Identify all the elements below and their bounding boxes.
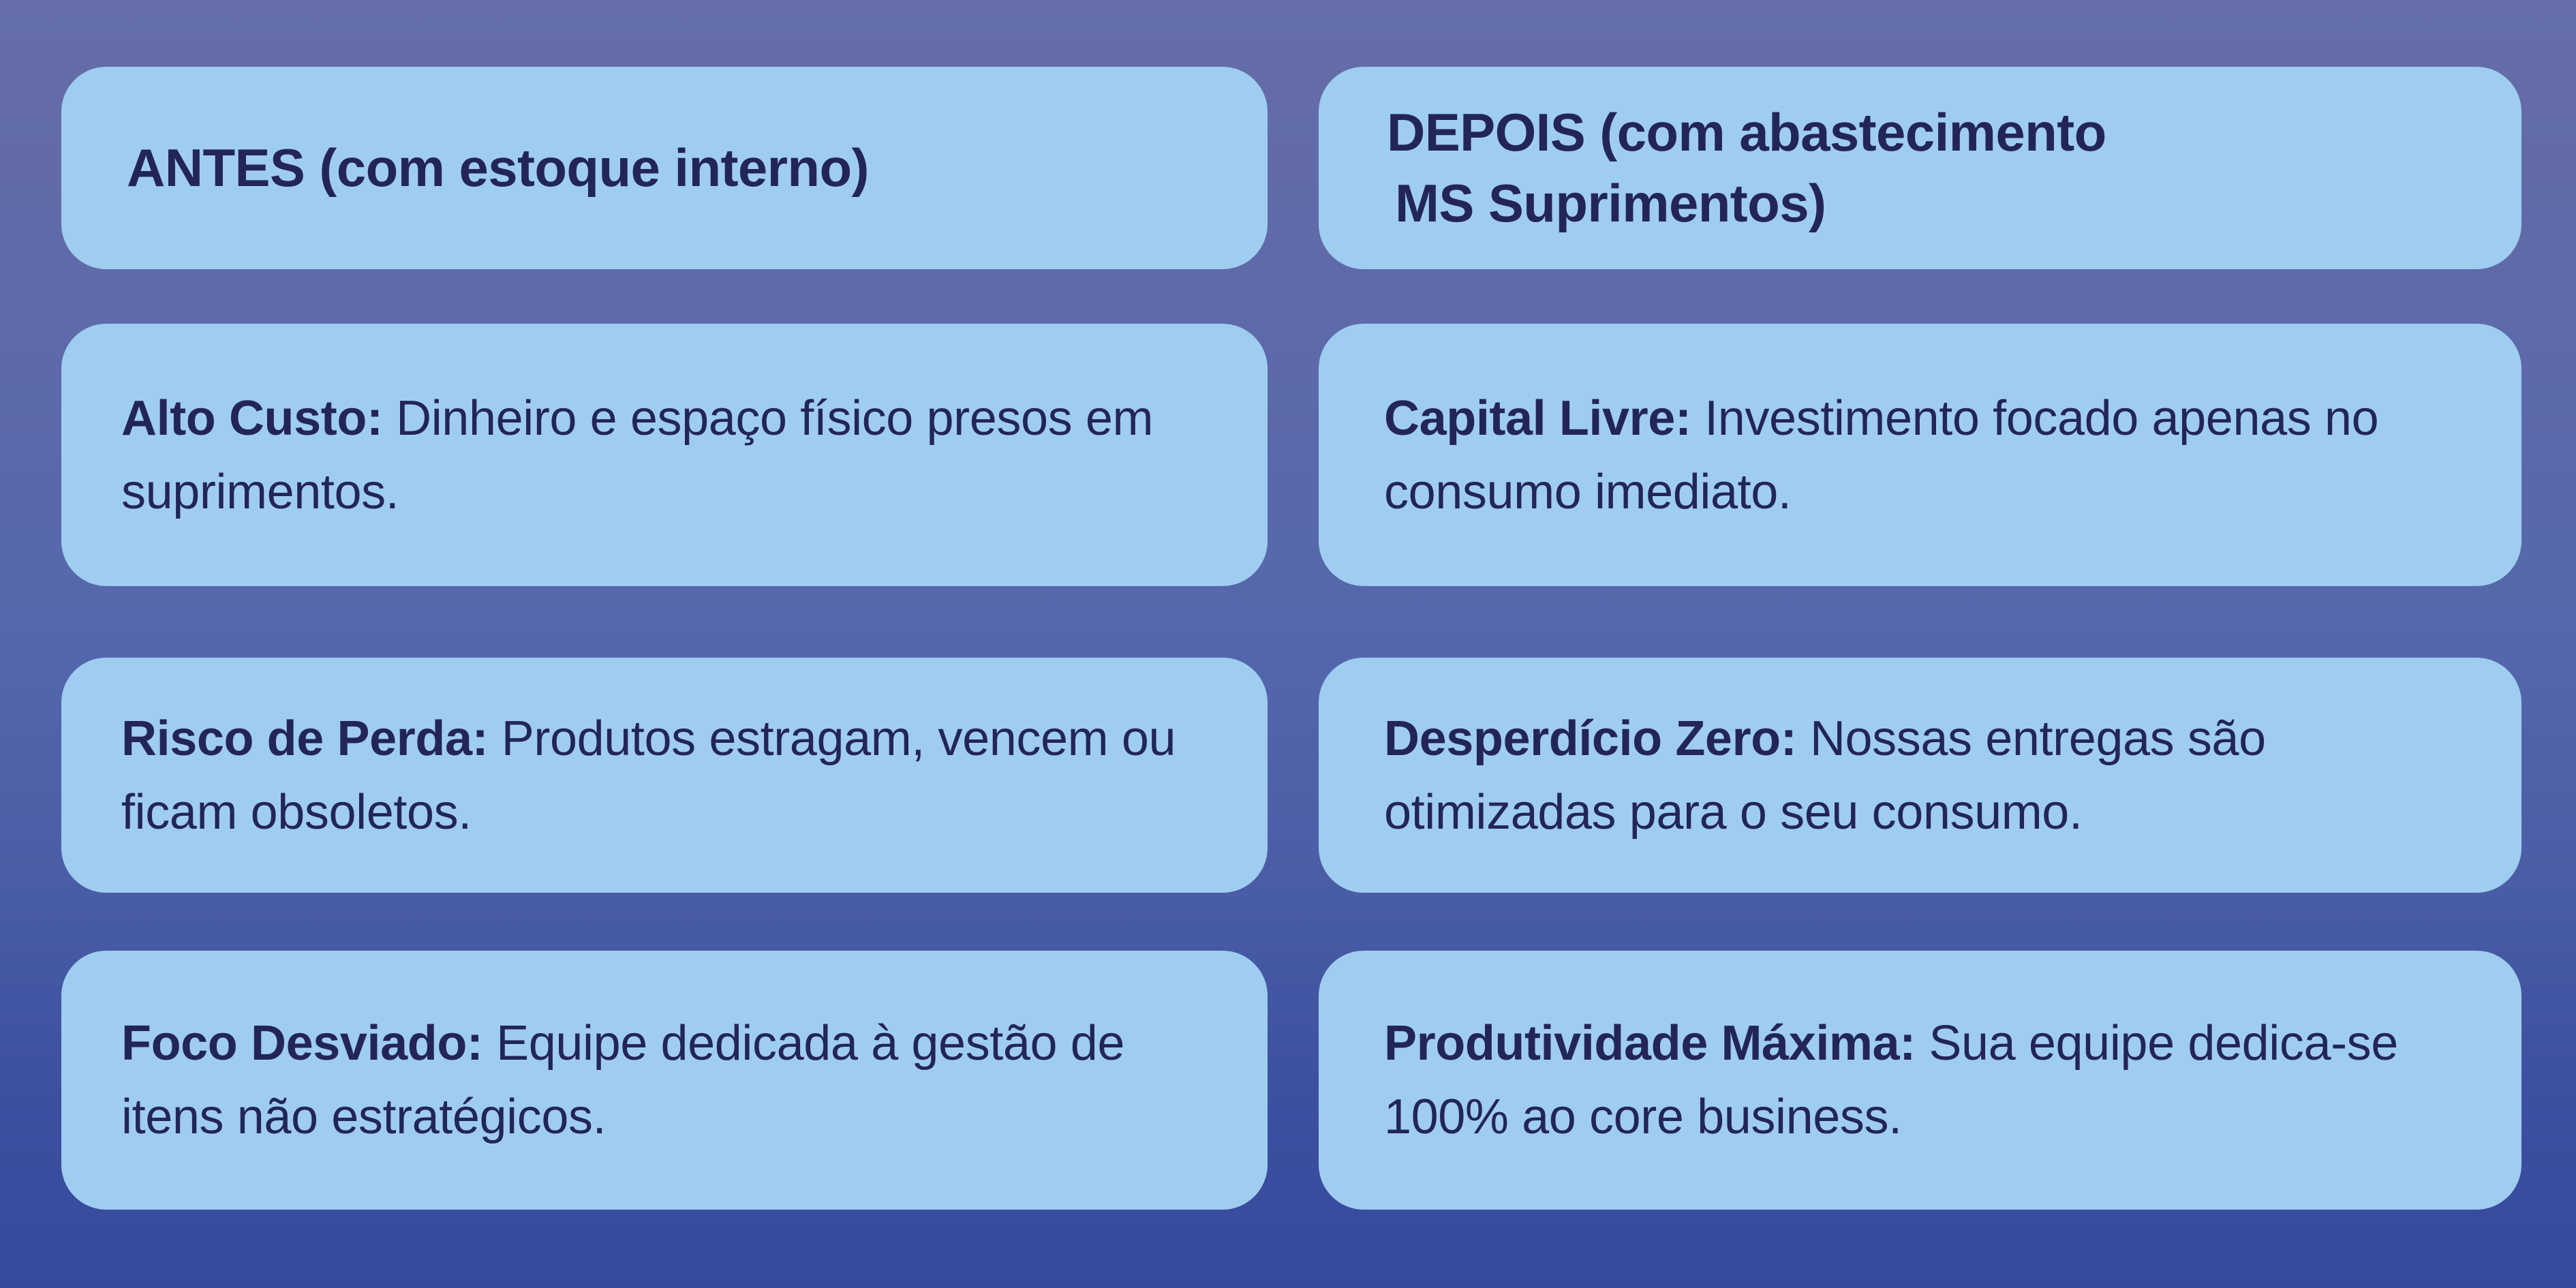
after-item-body-2: Nossas entregas são otimizadas para o se… bbox=[1384, 711, 2266, 840]
after-item-body-3: Sua equipe dedica-se 100% ao core busine… bbox=[1384, 1016, 2398, 1144]
after-item-text-1: Capital Livre: Investimento focado apena… bbox=[1319, 382, 2521, 529]
before-heading-text: ANTES (com estoque interno) bbox=[127, 137, 869, 198]
before-item-lead-3: Foco Desviado: bbox=[121, 1016, 483, 1071]
before-item-body-2: Produtos estragam, vencem ou ficam obsol… bbox=[121, 711, 1176, 840]
before-item-card-3: Foco Desviado: Equipe dedicada à gestão … bbox=[61, 951, 1268, 1210]
before-item-body-1: Dinheiro e espaço físico presos em supri… bbox=[121, 390, 1154, 519]
after-item-text-2: Desperdício Zero: Nossas entregas são ot… bbox=[1319, 702, 2521, 849]
before-item-text-2: Risco de Perda: Produtos estragam, vence… bbox=[61, 702, 1268, 849]
after-item-card-1: Capital Livre: Investimento focado apena… bbox=[1319, 324, 2521, 586]
after-item-card-3: Produtividade Máxima: Sua equipe dedica-… bbox=[1319, 951, 2521, 1210]
after-heading-line-2: MS Suprimentos) bbox=[1395, 172, 1826, 233]
after-heading-text: DEPOIS (com abastecimento MS Suprimentos… bbox=[1319, 97, 2521, 239]
after-heading-card: DEPOIS (com abastecimento MS Suprimentos… bbox=[1319, 67, 2521, 269]
before-item-lead-1: Alto Custo: bbox=[121, 390, 383, 446]
before-item-lead-2: Risco de Perda: bbox=[121, 711, 489, 766]
after-item-lead-3: Produtividade Máxima: bbox=[1384, 1016, 1916, 1071]
after-item-text-3: Produtividade Máxima: Sua equipe dedica-… bbox=[1319, 1007, 2521, 1154]
after-item-lead-2: Desperdício Zero: bbox=[1384, 711, 1797, 766]
before-heading-card: ANTES (com estoque interno) bbox=[61, 67, 1268, 269]
before-item-text-1: Alto Custo: Dinheiro e espaço físico pre… bbox=[61, 382, 1268, 529]
after-item-card-2: Desperdício Zero: Nossas entregas são ot… bbox=[1319, 658, 2521, 893]
before-item-body-3: Equipe dedicada à gestão de itens não es… bbox=[121, 1016, 1125, 1144]
before-item-text-3: Foco Desviado: Equipe dedicada à gestão … bbox=[61, 1007, 1268, 1154]
before-item-card-1: Alto Custo: Dinheiro e espaço físico pre… bbox=[61, 324, 1268, 586]
after-heading-line-1: DEPOIS (com abastecimento bbox=[1387, 102, 2106, 162]
after-item-body-1: Investimento focado apenas no consumo im… bbox=[1384, 390, 2379, 519]
after-item-lead-1: Capital Livre: bbox=[1384, 390, 1691, 446]
before-item-card-2: Risco de Perda: Produtos estragam, vence… bbox=[61, 658, 1268, 893]
